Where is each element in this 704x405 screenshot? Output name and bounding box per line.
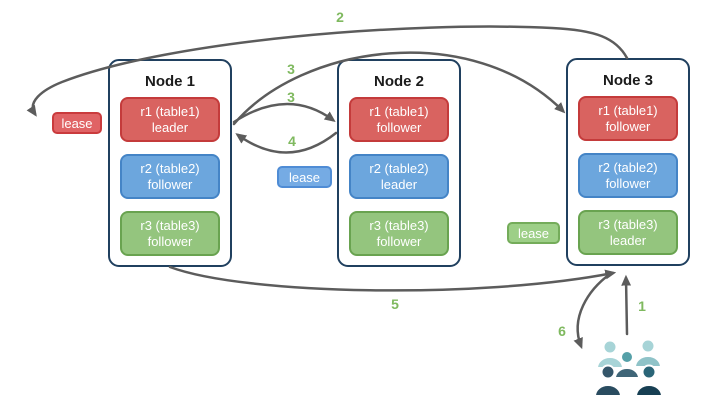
node-2-box: Node 2 r1 (table1) follower r2 (table2) …: [337, 59, 461, 267]
node-2-title: Node 2: [373, 73, 424, 90]
node-3-title: Node 3: [602, 72, 653, 89]
step-label-1: 1: [638, 298, 646, 314]
node-3-box: Node 3 r1 (table1) follower r2 (table2) …: [566, 58, 690, 266]
users-group-icon: [593, 338, 664, 397]
node-1-replica-r1: r1 (table1) leader: [120, 97, 220, 142]
node-1-replica-r2: r2 (table2) follower: [120, 154, 220, 199]
step-label-6: 6: [558, 323, 566, 339]
node-2-replica-r2: r2 (table2) leader: [349, 154, 449, 199]
replica-name: r1 (table1): [598, 102, 658, 118]
replica-role: leader: [151, 119, 189, 135]
replica-name: r3 (table3): [140, 217, 200, 233]
node-2-replica-r1: r1 (table1) follower: [349, 97, 449, 142]
replica-role: leader: [609, 232, 647, 248]
replica-role: follower: [147, 176, 193, 192]
step-label-5: 5: [391, 296, 399, 312]
user-figure: [593, 364, 623, 397]
flow-arrow-1-users-to-node3: [621, 274, 632, 336]
step-label-2: 2: [336, 9, 344, 25]
lease-badge-blue: lease: [277, 166, 332, 188]
replica-name: r3 (table3): [369, 217, 429, 233]
replica-role: follower: [376, 233, 422, 249]
flow-arrow-5-node1-to-node3: [168, 265, 617, 292]
replica-role: follower: [605, 118, 651, 134]
replica-name: r1 (table1): [140, 103, 200, 119]
replica-name: r2 (table2): [140, 160, 200, 176]
flow-arrow-3-leader-to-node2: [232, 102, 336, 124]
flow-arrow-4-node2-to-leader: [235, 131, 338, 154]
replica-name: r1 (table1): [369, 103, 429, 119]
step-label-4: 4: [288, 133, 296, 149]
replica-role: follower: [376, 119, 422, 135]
replica-role: follower: [147, 233, 193, 249]
replica-role: follower: [605, 175, 651, 191]
user-figure: [613, 350, 641, 379]
step-label-3a: 3: [287, 61, 295, 77]
user-figure: [633, 338, 663, 368]
lease-badge-green: lease: [507, 222, 560, 244]
node-2-replica-r3: r3 (table3) follower: [349, 211, 449, 256]
node-3-replica-r3: r3 (table3) leader: [578, 210, 678, 255]
node-1-title: Node 1: [144, 73, 195, 90]
user-figure: [634, 364, 664, 397]
replica-name: r2 (table2): [598, 159, 658, 175]
node-1-replica-r3: r3 (table3) follower: [120, 211, 220, 256]
step-label-3b: 3: [287, 89, 295, 105]
replica-name: r2 (table2): [369, 160, 429, 176]
replica-name: r3 (table3): [598, 216, 658, 232]
replica-role: leader: [380, 176, 418, 192]
user-figure: [595, 339, 625, 369]
node-3-replica-r2: r2 (table2) follower: [578, 153, 678, 198]
node-1-box: Node 1 r1 (table1) leader r2 (table2) fo…: [108, 59, 232, 267]
flow-arrow-6-node3-to-users: [573, 272, 612, 350]
node-3-replica-r1: r1 (table1) follower: [578, 96, 678, 141]
lease-badge-red: lease: [52, 112, 102, 134]
